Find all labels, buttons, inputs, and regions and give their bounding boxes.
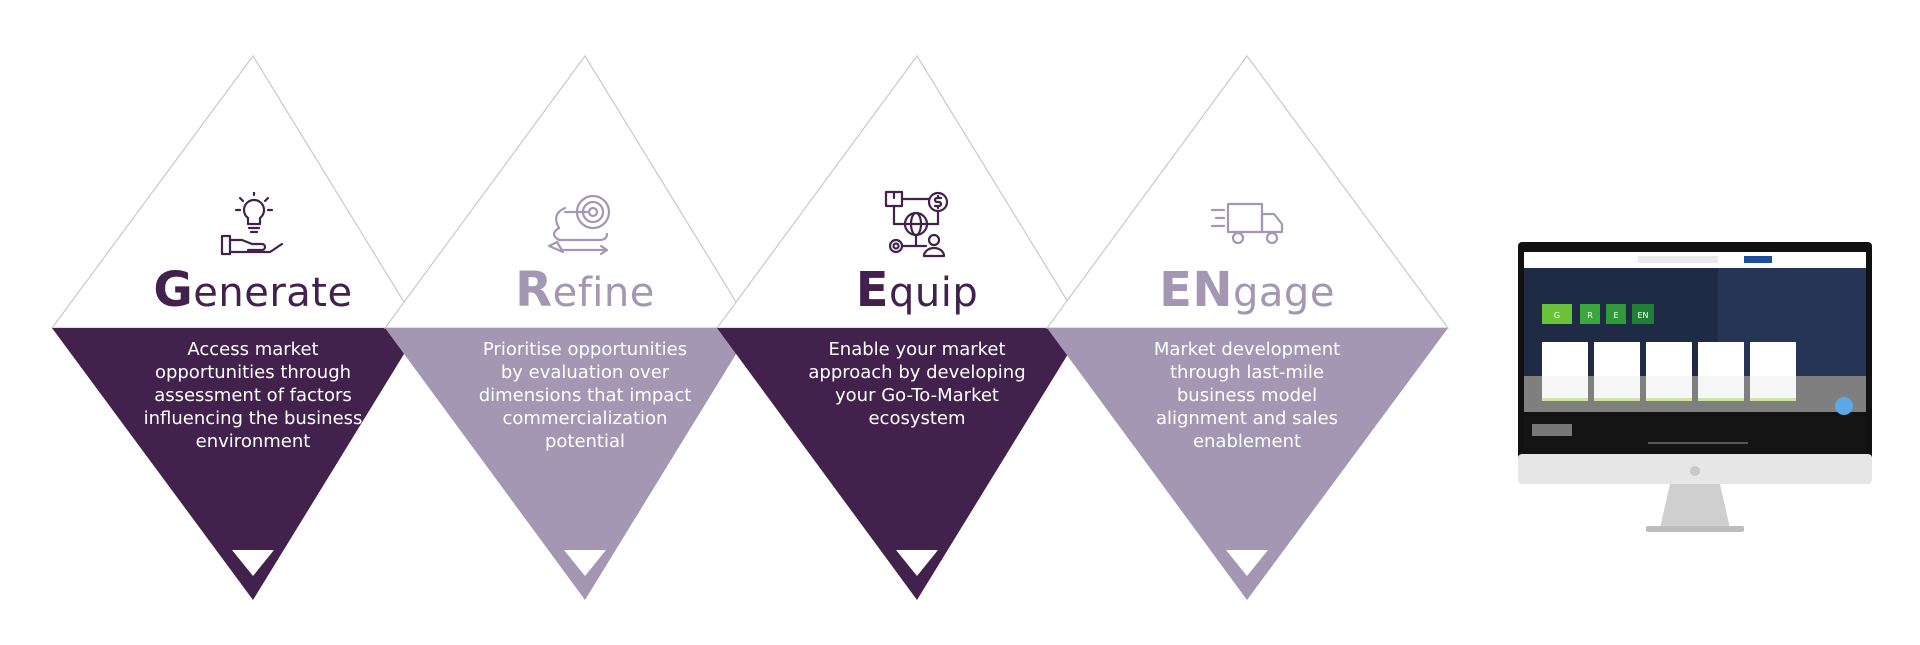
card-title-refine: Refine bbox=[420, 262, 750, 318]
title-rest: enerate bbox=[193, 270, 353, 316]
title-initial: EN bbox=[1159, 262, 1234, 318]
title-initial: R bbox=[515, 262, 553, 318]
delivery-truck-icon bbox=[1210, 202, 1284, 245]
screen-tile-3 bbox=[1606, 304, 1626, 324]
title-initial: E bbox=[855, 262, 890, 318]
card-description-engage: Market development through last-mile bus… bbox=[1153, 339, 1341, 452]
lightbulb-hand-icon bbox=[220, 192, 284, 256]
pointer-triangle bbox=[232, 550, 274, 576]
screen-tile-1-label: G bbox=[1554, 311, 1560, 320]
card-engage-shape bbox=[1045, 54, 1450, 600]
card-title-generate: Generate bbox=[88, 262, 418, 318]
monitor-button bbox=[1690, 466, 1700, 476]
screen-content-bg bbox=[1524, 376, 1866, 412]
screen-tile-3-label: E bbox=[1613, 311, 1618, 320]
card-generate-shape bbox=[50, 54, 422, 600]
screen-footer-logo bbox=[1532, 424, 1572, 436]
card-title-engage: ENgage bbox=[1082, 262, 1412, 318]
card-equip-shape bbox=[715, 54, 1086, 600]
target-arrow-icon bbox=[547, 194, 611, 256]
screen-tile-4 bbox=[1632, 304, 1654, 324]
screen-footer bbox=[1524, 416, 1866, 450]
business-network-icon bbox=[884, 190, 949, 258]
title-rest: efine bbox=[552, 270, 655, 316]
title-rest: gage bbox=[1233, 270, 1335, 316]
screen-tile-2 bbox=[1580, 304, 1600, 324]
monitor-base bbox=[1646, 526, 1744, 532]
desktop-monitor-icon: G R E EN bbox=[1518, 242, 1872, 532]
screen-header-button bbox=[1744, 256, 1772, 263]
screen-help-bubble bbox=[1835, 397, 1853, 415]
diamond-bottom-fill bbox=[52, 328, 420, 600]
title-rest: quip bbox=[889, 270, 979, 316]
card-description-generate: Access market opportunities through asse… bbox=[143, 339, 363, 452]
card-refine-shape bbox=[383, 54, 754, 600]
title-initial: G bbox=[153, 262, 194, 318]
card-description-equip: Enable your market approach by developin… bbox=[808, 339, 1026, 429]
monitor-stand bbox=[1660, 484, 1730, 528]
screen-footer-text bbox=[1648, 442, 1748, 444]
pointer-triangle bbox=[896, 550, 938, 576]
screen-tile-2-label: R bbox=[1587, 311, 1593, 320]
card-description-refine: Prioritise opportunities by evaluation o… bbox=[478, 339, 692, 452]
pointer-triangle bbox=[1226, 550, 1268, 576]
diamond-bottom-fill bbox=[717, 328, 1084, 600]
diamond-bottom-fill bbox=[385, 328, 752, 600]
diamonds-layer bbox=[50, 54, 1450, 600]
card-title-equip: Equip bbox=[752, 262, 1082, 318]
screen-tile-4-label: EN bbox=[1637, 311, 1648, 320]
screen-tile-1 bbox=[1542, 304, 1572, 324]
diamond-bottom-fill bbox=[1047, 328, 1448, 600]
screen-search-box bbox=[1638, 256, 1718, 263]
pointer-triangle bbox=[564, 550, 606, 576]
